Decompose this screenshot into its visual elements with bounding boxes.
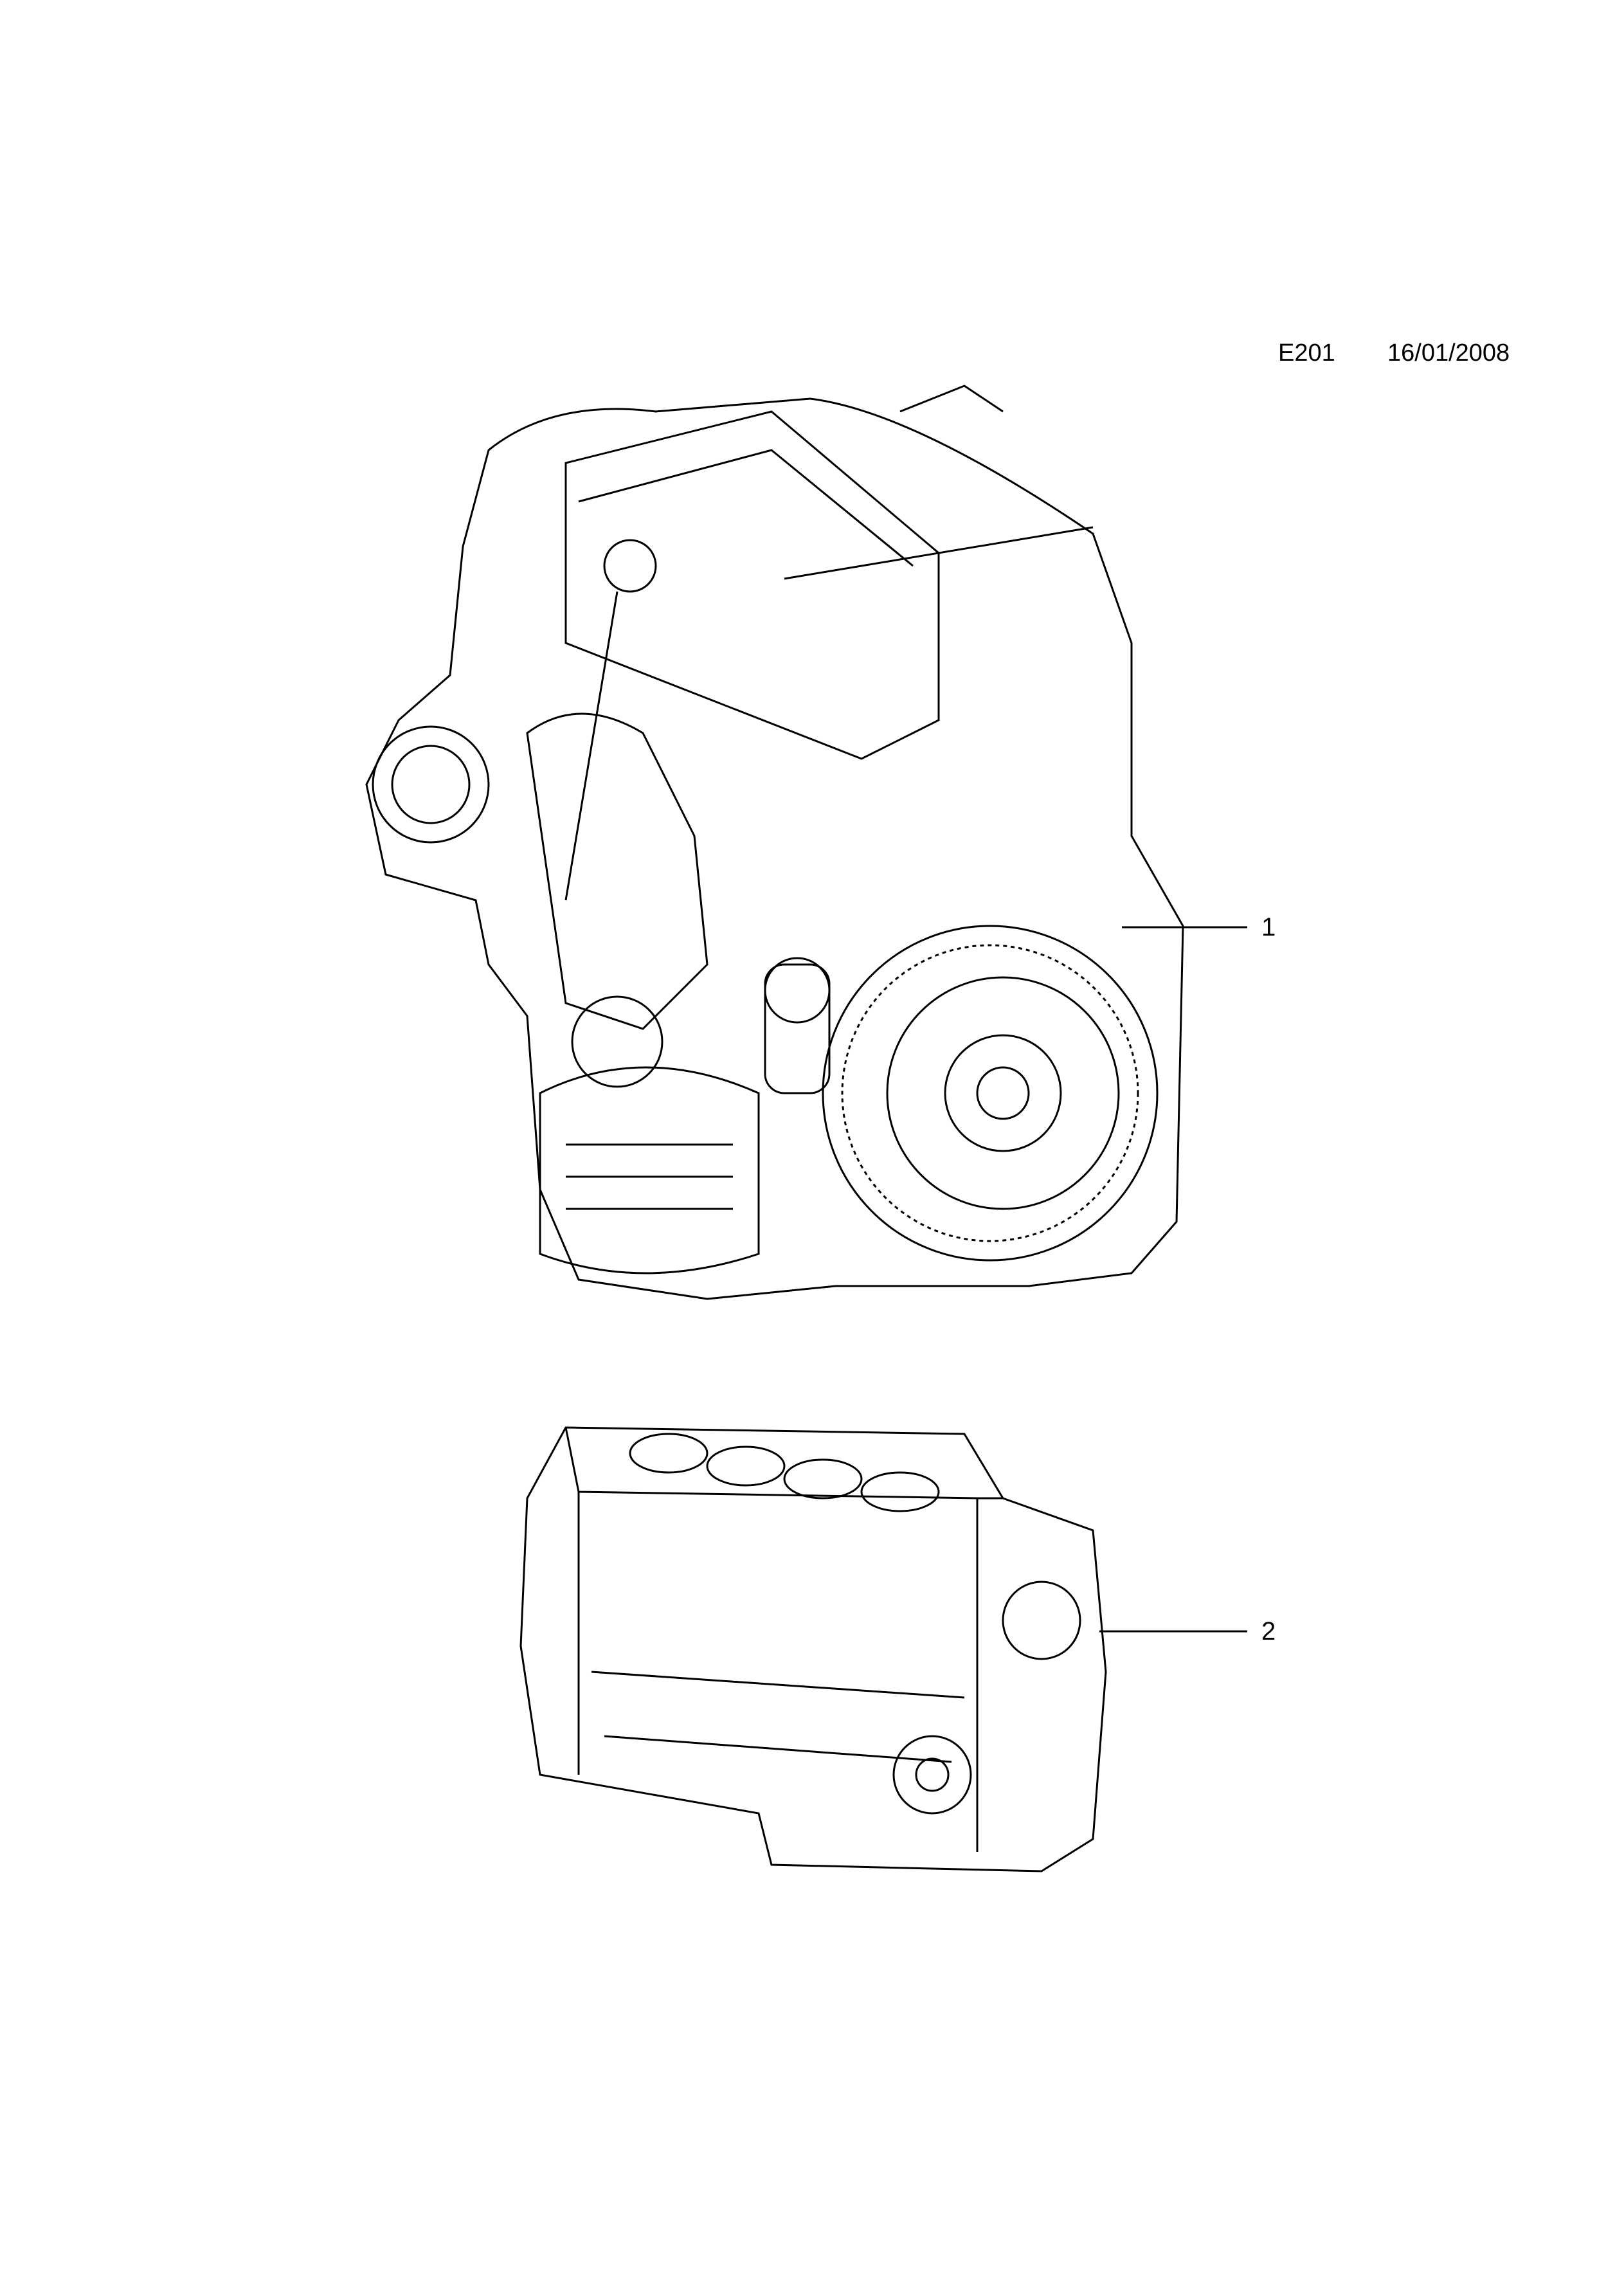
clutch-pressure-plate	[886, 976, 1120, 1210]
callout-2[interactable]: 2	[1261, 1617, 1276, 1645]
flywheel	[822, 925, 1159, 1262]
engine-assembly-illustration[interactable]	[365, 385, 1184, 1300]
oil-filler-cap	[603, 539, 657, 593]
callout-1[interactable]: 1	[1261, 913, 1276, 941]
pulley	[372, 725, 490, 844]
diagram-code: E201	[1278, 340, 1335, 367]
diagram-date: 16/01/2008	[1387, 340, 1510, 367]
short-block-illustration[interactable]	[519, 1426, 1107, 1872]
